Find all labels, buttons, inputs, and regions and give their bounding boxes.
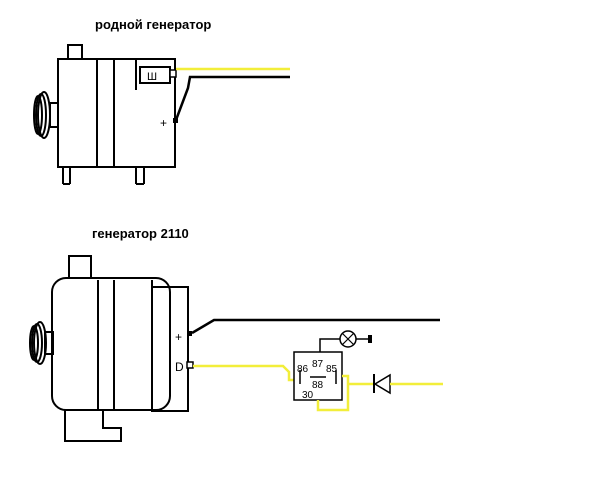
terminal-sh-label: Ш [147, 71, 157, 83]
wire-87-to-lamp [319, 338, 340, 352]
native-pulley-disc [33, 95, 43, 135]
native-top-cap [67, 44, 83, 60]
gen2110-pulley-disc [33, 321, 47, 365]
relay-pin-88: 88 [312, 380, 324, 391]
native-pulley-shaft [49, 102, 59, 128]
diode-icon [373, 373, 391, 395]
wire-30-loop [316, 384, 350, 412]
relay-pin-87: 87 [312, 359, 324, 370]
native-pulley [33, 91, 59, 139]
native-pulley-disc [35, 93, 47, 137]
gen2110-pulley-disc [29, 325, 39, 361]
native-terminal-plus [173, 118, 178, 123]
gen2110-wire-black [191, 318, 440, 335]
native-brush-holder: Ш [139, 66, 177, 84]
gen2110-terminal-plus [187, 331, 192, 336]
gen2110-terminal-d-label: D [175, 360, 184, 374]
title-native-generator: родной генератор [95, 17, 212, 32]
gen2110-terminal-d [186, 361, 194, 369]
native-wire-black [174, 75, 290, 121]
native-generator [57, 44, 176, 185]
native-pulley-disc [37, 91, 51, 139]
gen2110-terminal-plus-label: + [175, 330, 182, 344]
title-generator-2110: генератор 2110 [92, 226, 189, 241]
gen2110-generator [51, 255, 189, 442]
gen2110-bracket [64, 410, 122, 442]
native-terminal-plus-label: + [160, 116, 167, 130]
brush-holder-tab [169, 69, 177, 78]
relay-pin-85: 85 [326, 364, 338, 375]
gen2110-top-cap [68, 255, 92, 279]
gen2110-rear-cover [151, 286, 189, 412]
lamp-icon [339, 330, 357, 348]
ground-terminal [368, 335, 372, 343]
relay-pin-30: 30 [302, 390, 314, 401]
relay-pin-86: 86 [297, 364, 309, 375]
relay: 86 87 85 88 30 [293, 351, 343, 401]
wire-d-to-relay-86 [193, 364, 295, 382]
gen2110-pulley-disc [31, 323, 43, 363]
wire-85-out [342, 374, 350, 384]
gen2110-pulley [29, 321, 54, 365]
